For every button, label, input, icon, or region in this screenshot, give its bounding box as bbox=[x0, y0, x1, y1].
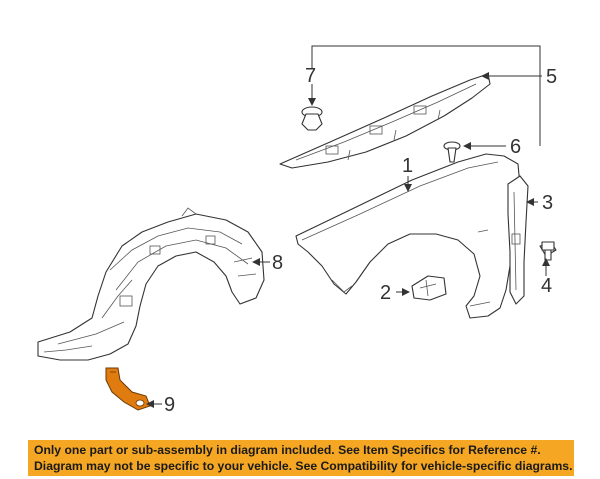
fender-panel-part bbox=[507, 175, 529, 305]
fender-liner-part bbox=[37, 207, 265, 361]
callout-2: 2 bbox=[380, 282, 391, 304]
fender-part bbox=[295, 153, 521, 319]
callout-7: 7 bbox=[305, 65, 316, 87]
parts-diagram: 1 2 3 4 5 6 7 8 9 bbox=[37, 45, 557, 416]
leader-lines bbox=[152, 45, 547, 405]
callout-6: 6 bbox=[510, 136, 521, 158]
callout-1: 1 bbox=[402, 155, 413, 177]
callout-4: 4 bbox=[541, 275, 552, 297]
disclaimer-line-1: Only one part or sub-assembly in diagram… bbox=[34, 443, 541, 457]
clip-part bbox=[301, 106, 323, 131]
disclaimer-line-2: Diagram may not be specific to your vehi… bbox=[34, 459, 573, 473]
callout-5: 5 bbox=[546, 66, 557, 88]
arrowheads bbox=[146, 72, 550, 408]
callout-8: 8 bbox=[272, 252, 283, 274]
fender-bracket-part bbox=[411, 275, 447, 301]
callout-3: 3 bbox=[542, 192, 553, 214]
bolt-part bbox=[539, 241, 557, 261]
callout-9: 9 bbox=[164, 394, 175, 416]
screw-part bbox=[443, 141, 461, 163]
fender-seal-part bbox=[279, 73, 491, 169]
disclaimer-banner: Only one part or sub-assembly in diagram… bbox=[28, 440, 574, 476]
bracket-part bbox=[105, 367, 151, 411]
